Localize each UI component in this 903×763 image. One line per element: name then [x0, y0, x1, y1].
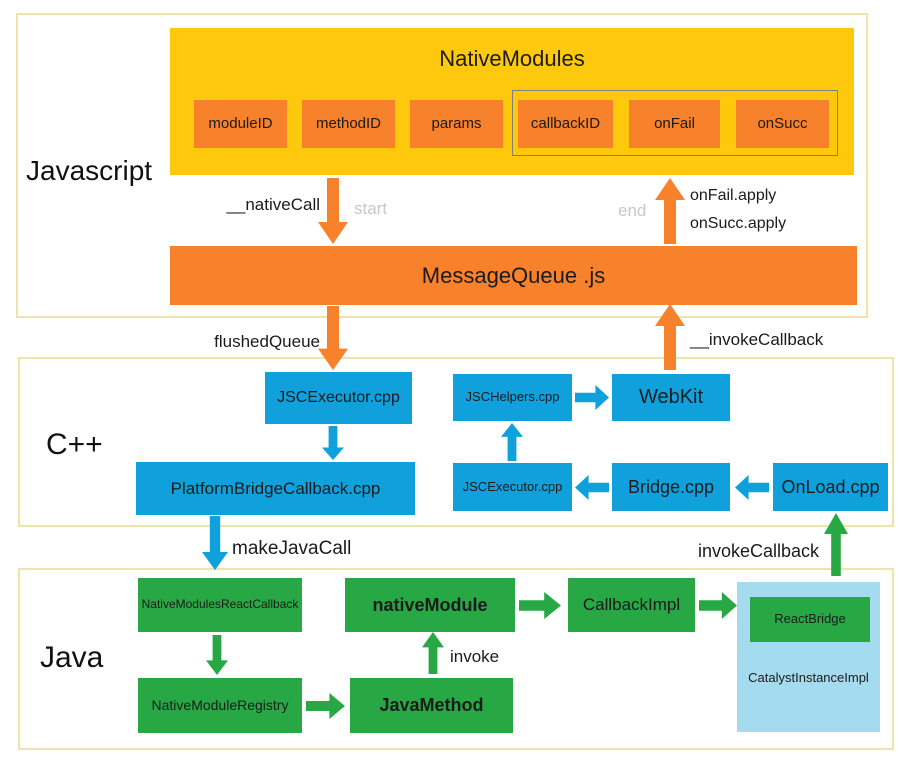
arrow-invoke-callback-up-icon	[655, 304, 685, 370]
arrow-nmrc-to-registry-icon	[206, 635, 228, 675]
arrow-callbackimpl-to-catalyst-icon	[699, 592, 737, 619]
callback-impl-box: CallbackImpl	[568, 578, 695, 632]
end-label: end	[618, 201, 647, 220]
callback-group	[512, 90, 838, 156]
on-succ-box: onSucc	[736, 100, 829, 148]
jsc-executor-top-box: JSCExecutor.cpp	[265, 372, 412, 424]
module-id-box: moduleID	[194, 100, 287, 148]
native-module-registry-box: NativeModuleRegistry	[138, 678, 302, 733]
flushed-queue-label: flushedQueue	[214, 332, 320, 351]
invoke-label: invoke	[450, 647, 500, 666]
arrow-invoke-callback-java-up-icon	[824, 513, 848, 576]
cpp-section-label: C++	[46, 428, 103, 461]
catalyst-instance-impl-label: CatalystInstanceImpl	[748, 669, 869, 685]
start-label: start	[354, 199, 388, 218]
jsc-helpers-box: JSCHelpers.cpp	[453, 374, 572, 421]
webkit-box: WebKit	[612, 374, 730, 421]
arrow-invoke-up-icon	[422, 632, 444, 674]
callback-id-box: callbackID	[518, 100, 613, 148]
arrow-nativemodule-to-callbackimpl-icon	[519, 592, 561, 619]
arrow-jschelpers-to-webkit-icon	[575, 385, 609, 410]
native-modules-title: NativeModules	[439, 46, 585, 72]
arrow-callback-up-icon	[655, 178, 685, 244]
arrow-bridge-to-jscexecutor-icon	[575, 475, 609, 500]
make-java-call-label: makeJavaCall	[232, 538, 352, 559]
params-box: params	[410, 100, 503, 148]
on-succ-apply-label: onSucc.apply	[690, 215, 787, 232]
react-bridge-box: ReactBridge	[750, 597, 870, 642]
method-id-box: methodID	[302, 100, 395, 148]
invoke-callback-label: invokeCallback	[698, 541, 820, 561]
native-module-box: nativeModule	[345, 578, 515, 632]
native-modules-react-callback-box: NativeModulesReactCallback	[138, 578, 302, 632]
onload-box: OnLoad.cpp	[773, 463, 888, 511]
message-queue-box: MessageQueue .js	[170, 246, 857, 305]
arrow-jscexecutor-to-jschelpers-icon	[501, 423, 523, 461]
invoke-callback-js-label: __invokeCallback	[690, 330, 824, 349]
javascript-section-label: Javascript	[26, 155, 153, 186]
native-call-label: __nativeCall	[226, 195, 320, 214]
on-fail-apply-label: onFail.apply	[690, 187, 777, 204]
on-fail-box: onFail	[629, 100, 720, 148]
arrow-flushed-queue-down-icon	[318, 306, 348, 370]
arrow-registry-to-javamethod-icon	[306, 693, 345, 719]
arrow-make-java-call-down-icon	[202, 516, 228, 570]
java-section-label: Java	[40, 641, 104, 674]
arrow-native-call-down-icon	[318, 178, 348, 244]
jsc-executor-bottom-box: JSCExecutor.cpp	[453, 463, 572, 511]
bridge-box: Bridge.cpp	[612, 463, 730, 511]
java-method-box: JavaMethod	[350, 678, 513, 733]
arrow-onload-to-bridge-icon	[735, 475, 769, 500]
arrow-jscexecutor-to-platformbridge-icon	[322, 426, 344, 460]
platform-bridge-callback-box: PlatformBridgeCallback.cpp	[136, 462, 415, 515]
